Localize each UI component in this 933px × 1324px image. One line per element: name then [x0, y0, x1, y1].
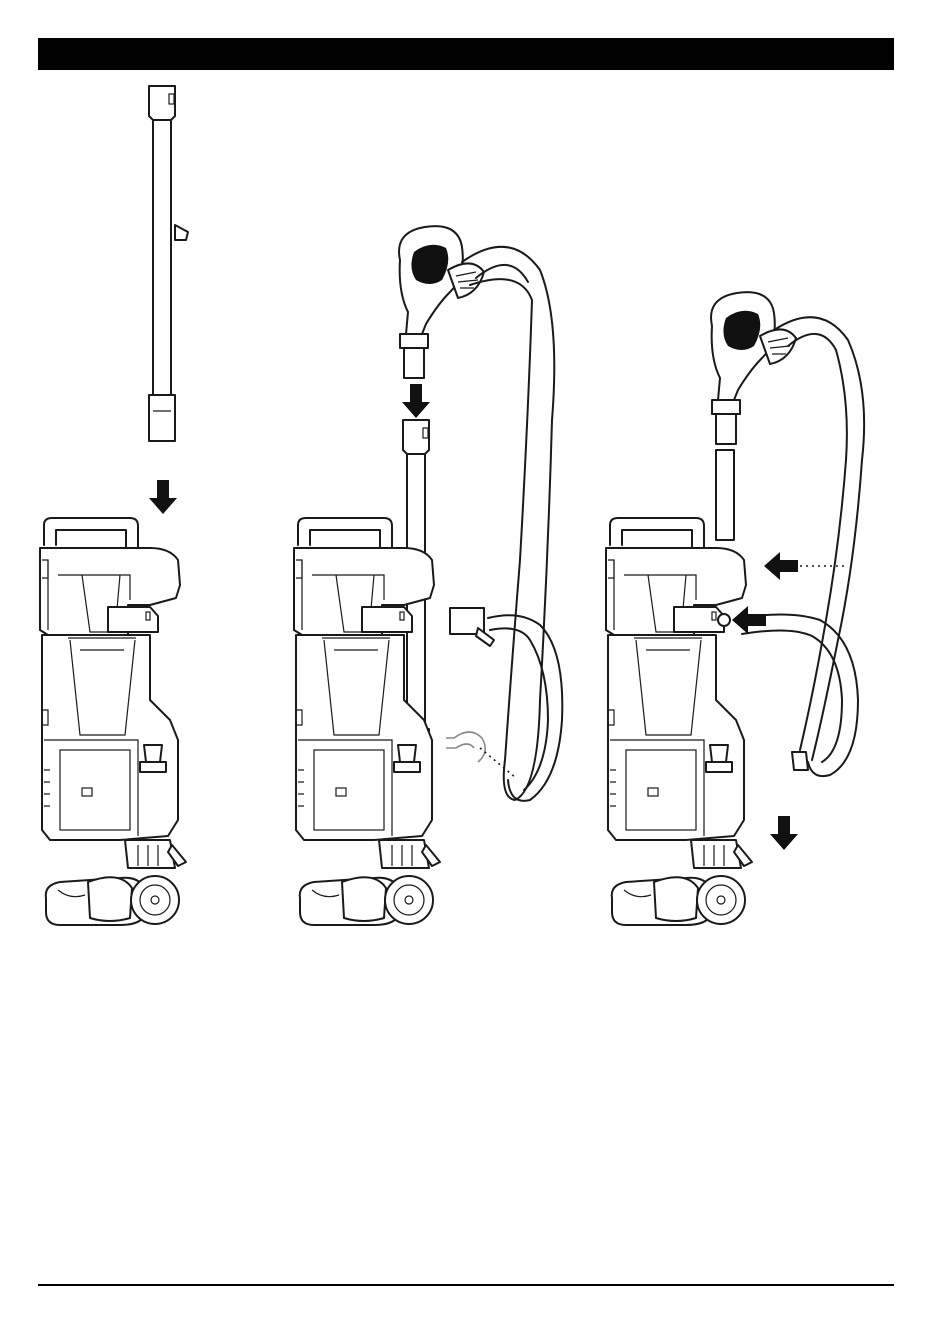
arrow-down-icon [149, 480, 177, 514]
wand-icon [149, 86, 188, 441]
vacuum-body-icon [294, 518, 440, 925]
arrow-left-icon [732, 606, 766, 634]
vacuum-body-icon [40, 518, 186, 925]
arrow-left-icon [764, 552, 798, 580]
footer-rule [38, 1284, 894, 1286]
vacuum-body-icon [606, 518, 752, 925]
arrow-down-icon [770, 816, 798, 850]
arrow-down-icon [402, 384, 430, 418]
wand-icon [716, 450, 734, 540]
hose-end-icon [450, 608, 562, 801]
